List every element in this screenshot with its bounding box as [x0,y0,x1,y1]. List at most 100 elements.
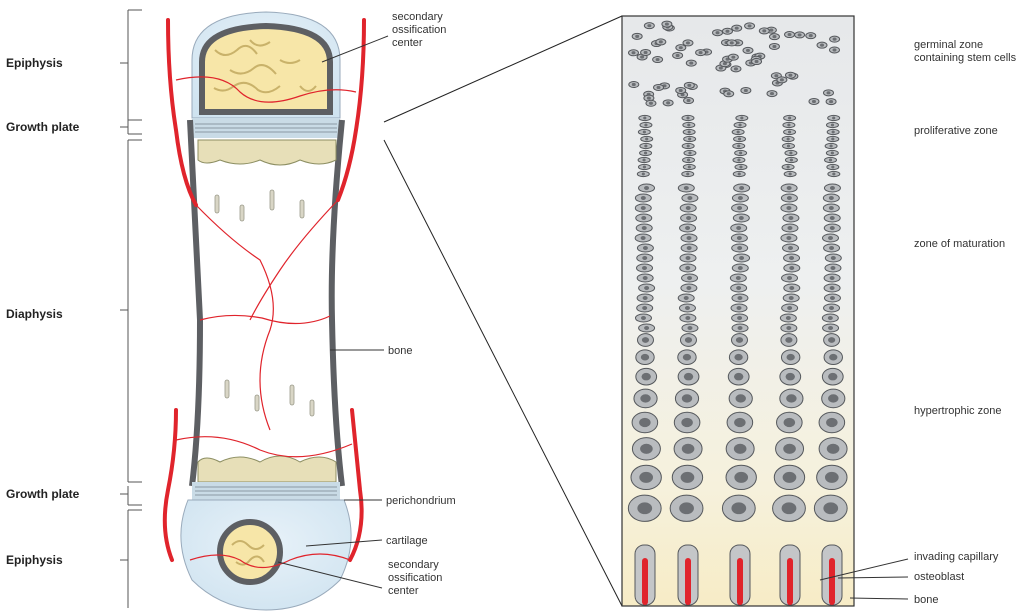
nucleus [632,83,636,86]
nucleus [828,337,835,343]
label-secondary-center-top: secondary ossification center [392,11,449,49]
nucleus [640,444,653,454]
label-bone-right: bone [914,594,938,606]
nucleus [642,337,649,343]
nucleus [832,131,835,134]
nucleus [727,92,731,95]
label-secondary-center-bottom: secondary ossification center [388,559,445,597]
nucleus [830,216,835,220]
nucleus [782,502,797,514]
nucleus [739,186,744,190]
label-cartilage: cartilage [386,535,428,547]
nucleus [786,373,795,380]
nucleus [788,117,791,120]
nucleus [639,472,653,483]
nucleus [830,186,835,190]
nucleus [787,145,790,148]
capillary [737,558,743,605]
nucleus [644,145,647,148]
nucleus [686,41,690,44]
nucleus [826,91,830,94]
capillary [829,558,835,605]
nucleus [716,31,720,34]
nucleus [788,74,792,77]
nucleus [731,502,746,514]
nucleus [826,418,838,427]
nucleus [643,131,646,134]
nucleus [740,117,743,120]
nucleus [829,196,834,200]
nucleus [737,131,740,134]
nucleus [637,502,652,514]
nucleus [734,444,747,454]
nucleus [734,373,743,380]
nucleus [787,186,792,190]
nucleus [687,84,691,87]
nucleus [829,159,832,162]
nucleus [737,206,742,210]
nucleus [647,24,651,27]
nucleus [786,394,796,402]
capillary [787,558,793,605]
nucleus [737,246,742,250]
nucleus [642,226,647,230]
label-growth-plate-top: Growth plate [6,120,80,134]
nucleus [684,186,689,190]
nucleus [642,266,647,270]
nucleus [686,117,689,120]
nucleus [788,246,793,250]
nucleus [687,159,690,162]
nucleus [730,41,734,44]
nucleus [790,159,793,162]
nucleus [642,306,647,310]
label-growth-plate-bottom: Growth plate [6,487,80,501]
nucleus [830,266,835,270]
nucleus [644,152,647,155]
nucleus [829,100,833,103]
nucleus [787,354,795,361]
nucleus [640,55,644,58]
nucleus [685,226,690,230]
nucleus [685,316,690,320]
nucleus [737,306,742,310]
nucleus [738,124,741,127]
nucleus [828,373,837,380]
nucleus [738,173,741,176]
nucleus [739,216,744,220]
nucleus [734,472,748,483]
nucleus [738,138,741,141]
nucleus [639,418,651,427]
nucleus [769,29,773,32]
nucleus [686,216,691,220]
nucleus [831,256,836,260]
nucleus [679,89,683,92]
nucleus [829,306,834,310]
nucleus [686,206,691,210]
nucleus [789,296,794,300]
zoom-guide-lines [384,16,622,606]
nucleus [687,236,692,240]
nucleus [786,326,791,330]
nucleus [647,96,651,99]
nucleus [642,159,645,162]
nucleus [642,256,647,260]
nucleus [787,124,790,127]
nucleus [687,124,690,127]
nucleus [832,173,835,176]
nucleus [780,78,784,81]
nucleus [787,276,792,280]
nucleus [736,337,743,343]
nucleus [739,256,744,260]
label-epiphysis-top: Epiphysis [6,56,63,70]
nucleus [737,316,742,320]
nucleus [687,196,692,200]
nucleus [679,502,694,514]
nucleus [830,226,835,230]
nucleus [642,173,645,176]
nucleus [686,173,689,176]
nucleus [762,29,766,32]
nucleus [687,99,691,102]
nucleus [676,54,680,57]
nucleus [828,326,833,330]
nucleus [687,326,692,330]
